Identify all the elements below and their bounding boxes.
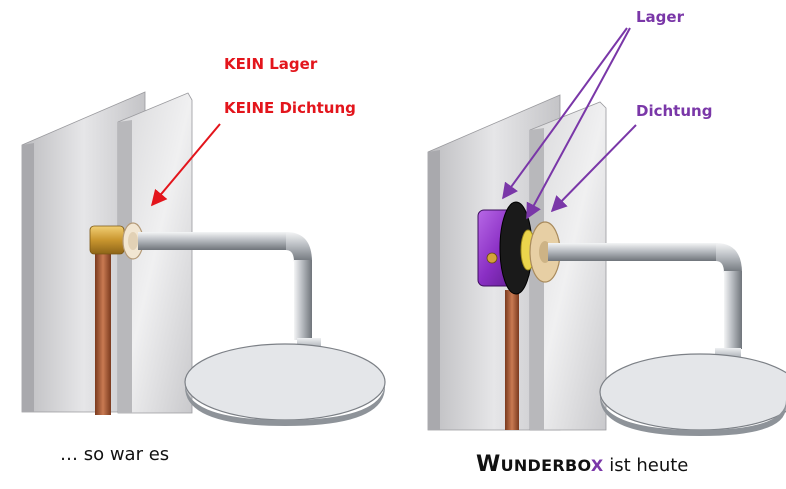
right-shower-arm	[548, 243, 718, 261]
left-washer-hole	[128, 232, 138, 250]
caption-right: WUNDERBOX ist heute	[476, 452, 688, 477]
brand-w: W	[476, 452, 501, 477]
label-keine-dichtung: KEINE Dichtung	[224, 99, 356, 117]
left-copper-pipe	[95, 250, 111, 415]
left-brass-fitting	[89, 225, 125, 255]
right-purple-box-port	[486, 252, 498, 264]
right-back-panel-edge	[428, 150, 440, 430]
label-kein-lager: KEIN Lager	[224, 55, 318, 73]
left-arrow	[150, 123, 221, 207]
left-shower-arm	[138, 232, 288, 250]
label-dichtung: Dichtung	[636, 102, 713, 120]
left-shower-arm-bend	[286, 232, 312, 262]
caption-right-rest: ist heute	[603, 455, 689, 476]
label-lager: Lager	[636, 8, 684, 26]
brand-mid: UNDERBO	[500, 456, 591, 475]
left-shower-head	[184, 343, 386, 421]
right-copper-pipe	[505, 290, 519, 430]
brand-x: X	[590, 456, 604, 475]
left-shower-arm-drop	[294, 260, 312, 340]
caption-left: … so war es	[60, 444, 170, 465]
right-arrow-lager-to-box	[502, 27, 628, 200]
right-arrow-dichtung	[550, 124, 637, 213]
left-assembly	[21, 91, 386, 426]
right-shower-arm-drop	[724, 271, 742, 349]
right-assembly	[427, 94, 786, 436]
right-shower-head	[599, 353, 786, 431]
left-front-panel-edge	[118, 120, 132, 413]
left-back-panel-edge	[22, 143, 34, 412]
right-arrow-lager-to-ring	[526, 27, 631, 220]
right-shower-arm-bend	[716, 243, 742, 273]
